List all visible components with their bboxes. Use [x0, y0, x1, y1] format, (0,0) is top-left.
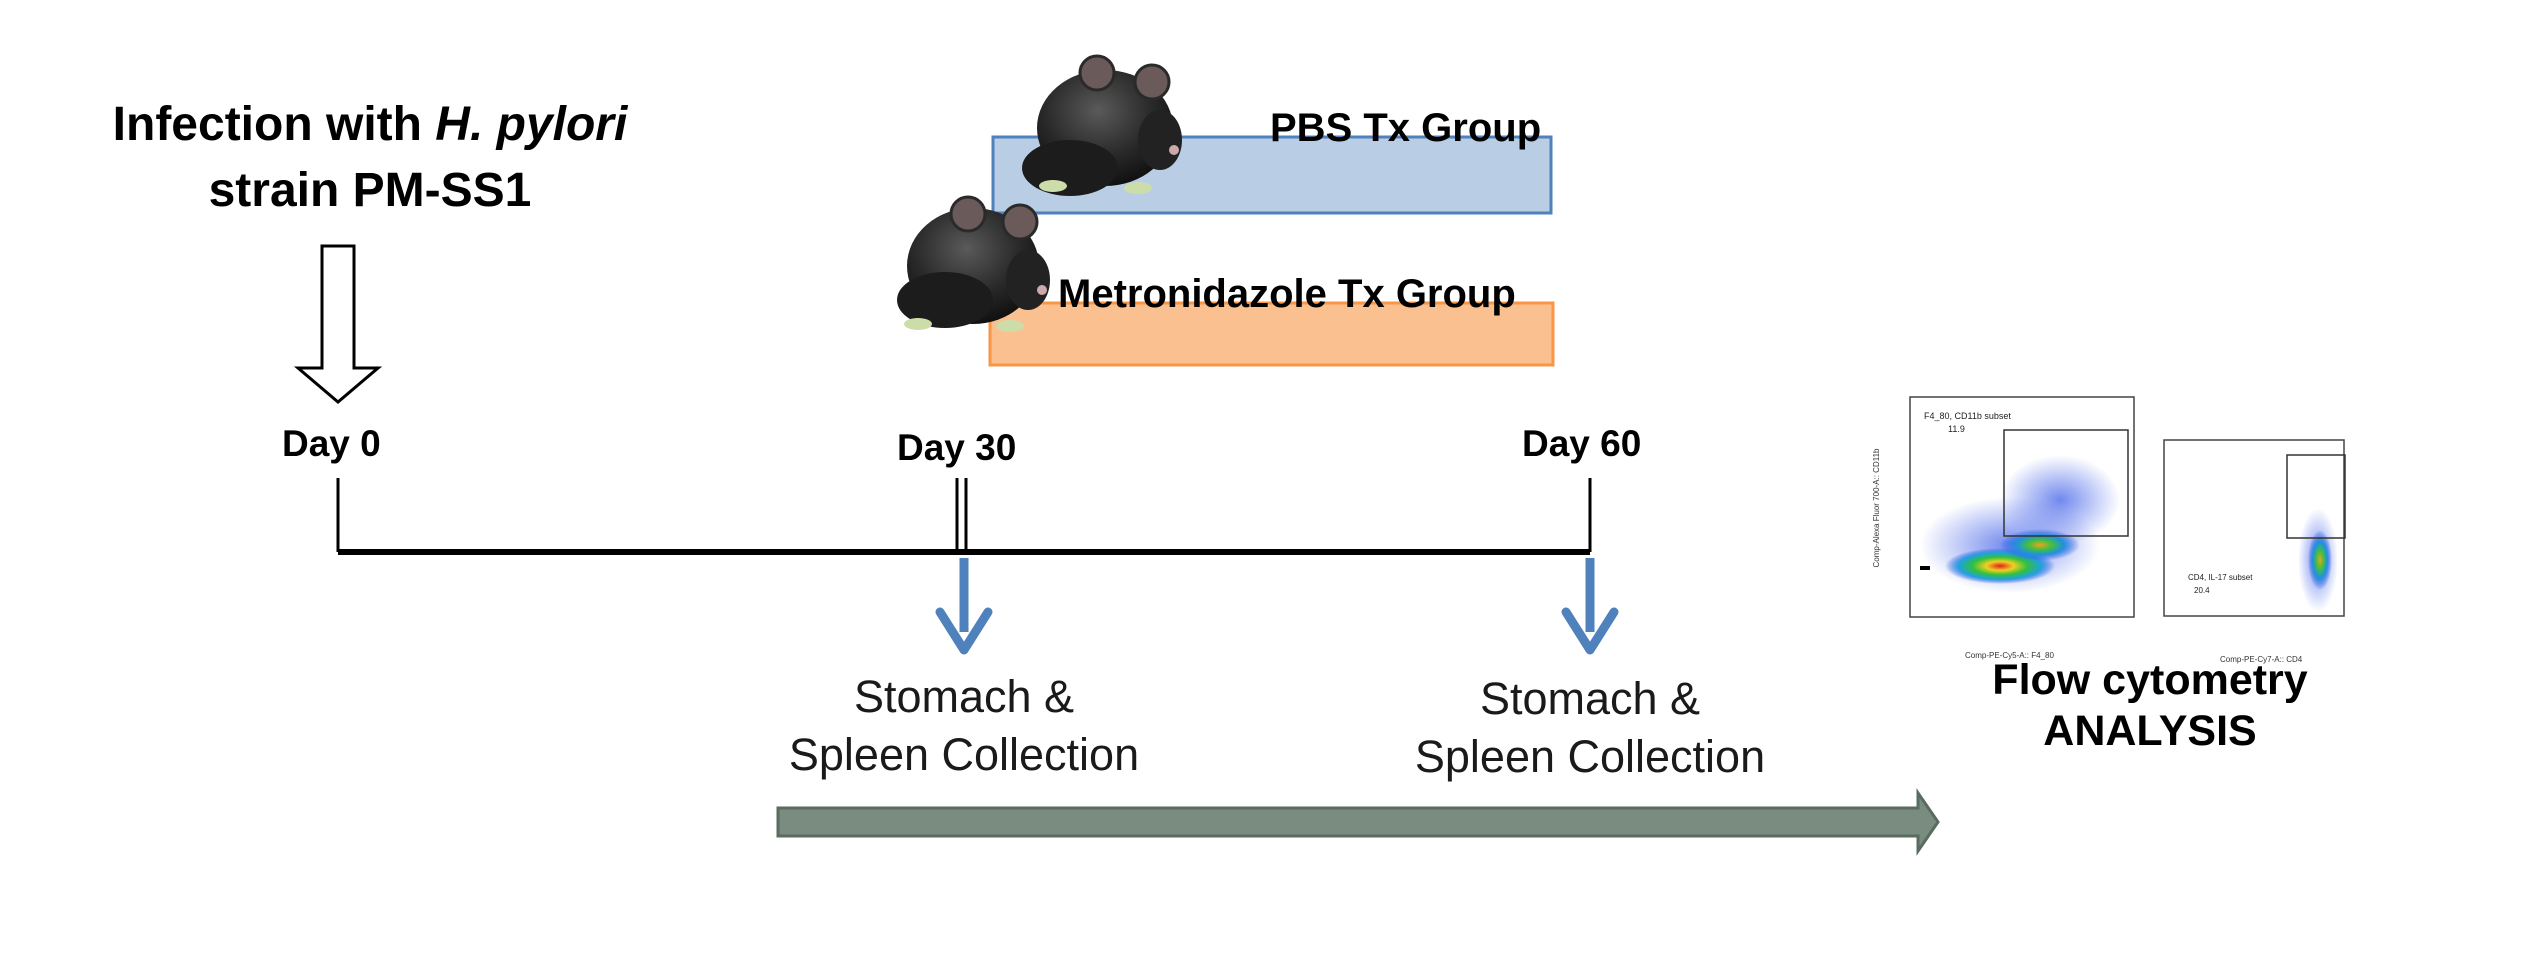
- flow-plot-1: [1909, 396, 2135, 618]
- process-arrow: [776, 788, 1940, 856]
- pbs-group-label: PBS Tx Group: [1270, 106, 1542, 150]
- day-30-label: Day 30: [897, 427, 1017, 468]
- mouse-icon: [897, 195, 1050, 332]
- collection-label-day60: Stomach & Spleen Collection: [1380, 670, 1800, 786]
- flow-plot-2: [2163, 439, 2346, 617]
- strain-name-text: strain PM-SS1: [208, 164, 532, 217]
- plot1-x-axis-label: Comp-PE-Cy5-A:: F4_80: [1965, 651, 2054, 660]
- strain-species-text: H. pylori: [435, 98, 628, 151]
- collection-label-day30: Stomach & Spleen Collection: [754, 668, 1174, 784]
- infection-text: Infection with: [112, 98, 436, 151]
- collection-line2: Spleen Collection: [788, 729, 1140, 780]
- collection-arrow-day60: [1561, 558, 1619, 655]
- plot1-y-axis-label: Comp-Alexa Fluor 700-A:: CD11b: [1872, 448, 1881, 568]
- day-0-label: Day 0: [282, 423, 381, 464]
- metronidazole-group-bar: [988, 301, 1555, 367]
- plot1-gate-value: 11.9: [1948, 424, 1965, 434]
- collection-line1: Stomach &: [853, 671, 1075, 722]
- infection-label: Infection with H. pylori strain PM-SS1: [60, 92, 680, 224]
- mouse-icon: [1022, 54, 1182, 196]
- analysis-line1: Flow cytometry: [1992, 656, 2308, 704]
- plot2-x-axis-label: Comp-PE-Cy7-A:: CD4: [2220, 655, 2303, 664]
- plot2-gate-label: CD4, IL-17 subset: [2188, 573, 2253, 582]
- plot2-gate-value: 20.4: [2194, 586, 2210, 595]
- analysis-label: Flow cytometry ANALYSIS: [1970, 655, 2330, 757]
- infection-arrow: [293, 244, 383, 404]
- metronidazole-group-label: Metronidazole Tx Group: [1058, 272, 1516, 316]
- day-60-label: Day 60: [1522, 423, 1642, 464]
- plot1-gate-label: F4_80, CD11b subset: [1924, 411, 2011, 421]
- collection-line1: Stomach &: [1479, 673, 1701, 724]
- collection-arrow-day30: [935, 558, 993, 655]
- collection-line2: Spleen Collection: [1414, 731, 1766, 782]
- analysis-line2: ANALYSIS: [2043, 707, 2257, 755]
